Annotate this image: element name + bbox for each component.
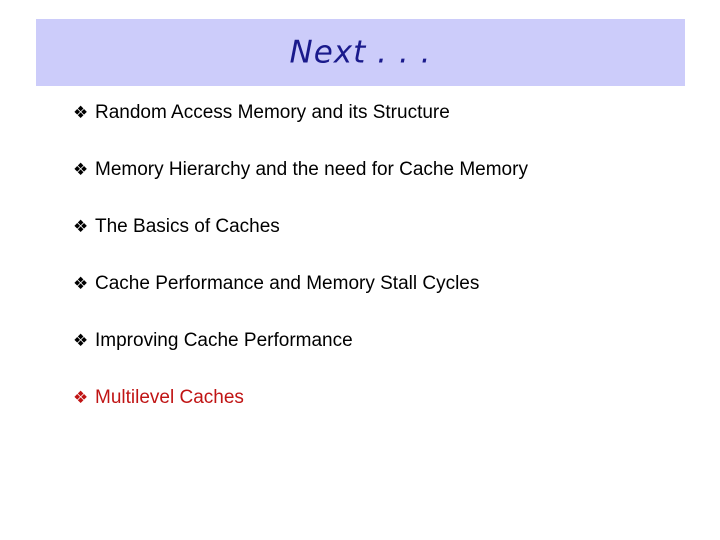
list-item: ❖ Memory Hierarchy and the need for Cach… bbox=[73, 160, 693, 217]
list-item: ❖ The Basics of Caches bbox=[73, 217, 693, 274]
list-item-label: Random Access Memory and its Structure bbox=[95, 102, 450, 123]
list-item-label: Memory Hierarchy and the need for Cache … bbox=[95, 159, 528, 180]
list-item-label: Cache Performance and Memory Stall Cycle… bbox=[95, 273, 480, 294]
diamond-floret-bullet-icon: ❖ bbox=[73, 217, 89, 237]
diamond-floret-bullet-icon: ❖ bbox=[73, 103, 89, 123]
list-item-label: Improving Cache Performance bbox=[95, 330, 353, 351]
diamond-floret-bullet-icon: ❖ bbox=[73, 388, 89, 408]
title-band: Next . . . bbox=[36, 19, 685, 86]
list-item-label: Multilevel Caches bbox=[95, 387, 244, 408]
diamond-floret-bullet-icon: ❖ bbox=[73, 331, 89, 351]
list-item: ❖ Random Access Memory and its Structure bbox=[73, 103, 693, 160]
bullet-list: ❖ Random Access Memory and its Structure… bbox=[73, 103, 693, 445]
list-item: ❖ Improving Cache Performance bbox=[73, 331, 693, 388]
diamond-floret-bullet-icon: ❖ bbox=[73, 160, 89, 180]
list-item-label: The Basics of Caches bbox=[95, 216, 280, 237]
page-title: Next . . . bbox=[289, 34, 432, 70]
list-item-highlighted: ❖ Multilevel Caches bbox=[73, 388, 693, 445]
diamond-floret-bullet-icon: ❖ bbox=[73, 274, 89, 294]
list-item: ❖ Cache Performance and Memory Stall Cyc… bbox=[73, 274, 693, 331]
